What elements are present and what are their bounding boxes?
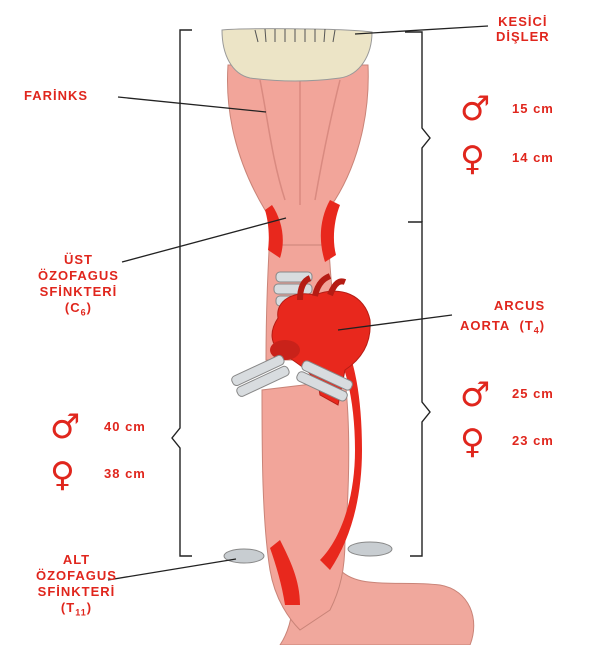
middle-female-length: 23 cm [512, 433, 554, 448]
female-icon: ♀ [50, 458, 75, 492]
upper-sphincter-label: ÜST ÖZOFAGUS SFİNKTERİ (C6) [38, 252, 119, 321]
lower-sphincter-label: ALT ÖZOFAGUS SFİNKTERİ (T11) [36, 552, 117, 621]
middle-male-length: 25 cm [512, 386, 554, 401]
aortic-arch-label: ARCUS AORTA (T4) [460, 296, 545, 341]
male-icon: ♂ [460, 378, 490, 412]
diaphragm-left [224, 549, 264, 563]
female-icon: ♀ [460, 425, 485, 459]
upper-female-length: 14 cm [512, 150, 554, 165]
diaphragm-right [348, 542, 392, 556]
total-female-length: 38 cm [104, 466, 146, 481]
pharynx-shape [227, 65, 368, 245]
female-icon: ♀ [460, 142, 485, 176]
esophagus-lower [262, 380, 349, 630]
incisors-shape [222, 29, 372, 81]
pharynx-label: FARİNKS [24, 88, 88, 103]
upper-male-length: 15 cm [512, 101, 554, 116]
male-icon: ♂ [50, 410, 80, 444]
male-icon: ♂ [460, 92, 490, 126]
total-male-length: 40 cm [104, 419, 146, 434]
incisors-label: KESİCİ DİŞLER [496, 14, 550, 44]
